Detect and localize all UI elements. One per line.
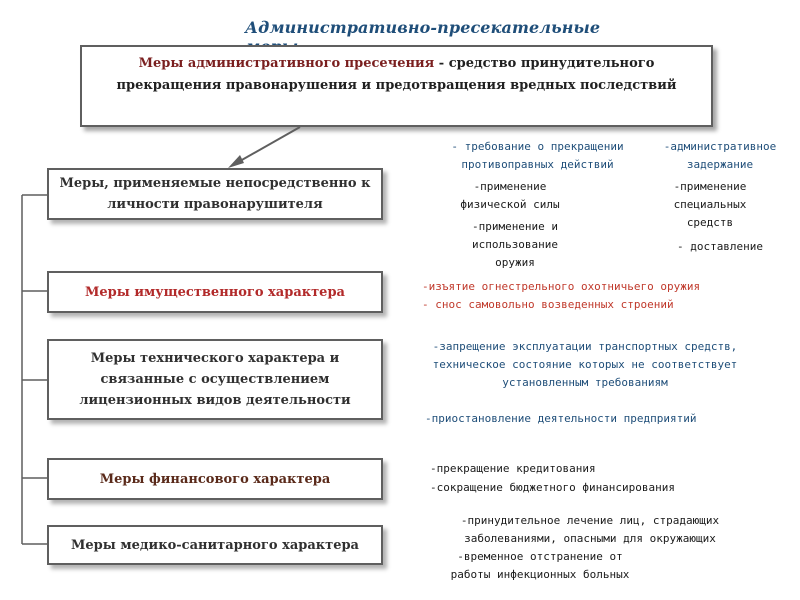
category-technical: Меры технического характера и связанные … — [47, 339, 383, 420]
category-medical: Меры медико-санитарного характера — [47, 525, 383, 565]
category-personal: Меры, применяемые непосредственно к личн… — [47, 168, 383, 220]
definition-text: - средство принудительного прекращения п… — [116, 56, 677, 93]
medical-measure-item: -принудительное лечение лиц, страдающих … — [460, 514, 720, 545]
personal-measure-item: -применение и использование оружия — [471, 220, 559, 269]
category-property: Меры имущественного характера — [47, 271, 383, 313]
definition-term: Меры административного пресечения — [138, 56, 435, 71]
financial-measure-item: -прекращение кредитования — [430, 462, 596, 475]
personal-measure-item: - требование о прекращении противоправны… — [451, 140, 624, 171]
property-measure-item: -изъятие огнестрельного охотничьего оруж… — [422, 280, 701, 293]
personal-measure-item: - доставление — [676, 240, 764, 253]
personal-measure-item: -административное задержание — [663, 140, 777, 171]
category-financial: Меры финансового характера — [47, 458, 383, 500]
property-measure-item: - снос самовольно возведенных строений — [422, 298, 674, 311]
financial-measure-item: -сокращение бюджетного финансирования — [430, 481, 676, 494]
technical-measure-item: -запрещение эксплуатации транспортных ср… — [432, 340, 738, 389]
arrow-head — [228, 155, 244, 168]
definition-box: Меры административного пресечения - сред… — [80, 45, 713, 127]
arrow-line — [232, 126, 301, 166]
personal-measure-item: -применение специальных средств — [673, 180, 747, 229]
medical-measure-item: -временное отстранение от работы инфекци… — [450, 550, 630, 581]
technical-measure-item: -приостановление деятельности предприяти… — [425, 412, 697, 425]
personal-measure-item: -применение физической силы — [460, 180, 560, 211]
